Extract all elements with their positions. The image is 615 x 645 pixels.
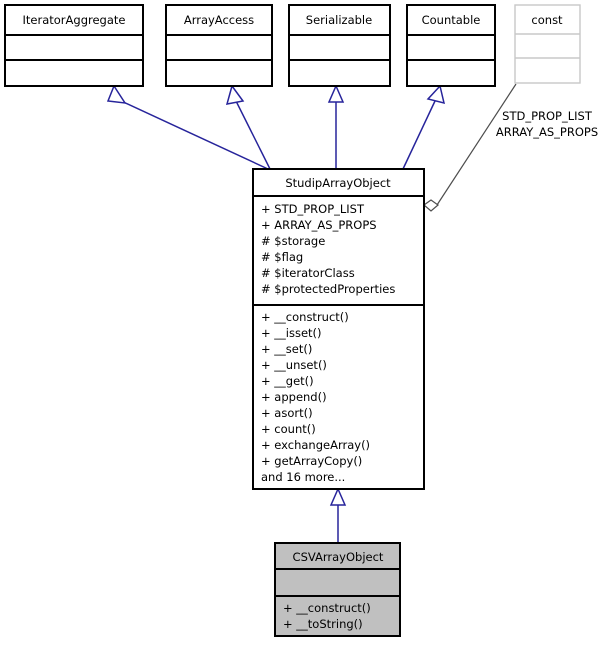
attribute-item: # $iteratorClass bbox=[261, 266, 355, 280]
association-edge-const bbox=[423, 83, 517, 212]
edge-studip-to-countable bbox=[402, 84, 446, 170]
attribute-item: # $storage bbox=[261, 234, 325, 248]
class-name-serializable: Serializable bbox=[306, 13, 372, 27]
method-item: + __construct() bbox=[283, 601, 371, 615]
association-labels: STD_PROP_LIST ARRAY_AS_PROPS bbox=[496, 109, 598, 139]
class-box-countable[interactable]: Countable bbox=[406, 4, 496, 87]
method-more-indicator: and 16 more... bbox=[261, 470, 345, 484]
method-item: + exchangeArray() bbox=[261, 438, 370, 452]
class-box-arrayaccess[interactable]: ArrayAccess bbox=[165, 4, 273, 87]
class-box-const[interactable]: const bbox=[514, 4, 581, 84]
class-name-iteratoraggregate: IteratorAggregate bbox=[23, 13, 126, 27]
method-item: + __set() bbox=[261, 342, 312, 356]
class-name-countable: Countable bbox=[422, 13, 481, 27]
attribute-item: # $protectedProperties bbox=[261, 282, 395, 296]
attribute-item: + ARRAY_AS_PROPS bbox=[261, 218, 377, 232]
inheritance-edges bbox=[106, 84, 446, 543]
association-label-std-prop-list: STD_PROP_LIST bbox=[502, 109, 593, 123]
edge-csv-to-studip bbox=[329, 487, 347, 543]
class-name-csvarrayobject: CSVArrayObject bbox=[293, 550, 384, 564]
method-item: + append() bbox=[261, 390, 327, 404]
attribute-item: # $flag bbox=[261, 250, 303, 264]
class-name-const: const bbox=[531, 13, 563, 27]
edge-studip-to-iteratoraggregate bbox=[106, 84, 269, 170]
method-item: + __unset() bbox=[261, 358, 327, 372]
method-item: + __isset() bbox=[261, 326, 322, 340]
attributes-studiparrayobject: + STD_PROP_LIST + ARRAY_AS_PROPS # $stor… bbox=[261, 202, 395, 296]
edge-studip-to-serializable bbox=[327, 84, 345, 169]
method-item: + asort() bbox=[261, 406, 313, 420]
method-item: + count() bbox=[261, 422, 316, 436]
method-item: + getArrayCopy() bbox=[261, 454, 362, 468]
methods-csvarrayobject: + __construct() + __toString() bbox=[283, 601, 371, 631]
method-item: + __construct() bbox=[261, 310, 349, 324]
method-item: + __toString() bbox=[283, 617, 363, 631]
class-name-arrayaccess: ArrayAccess bbox=[184, 13, 254, 27]
attribute-item: + STD_PROP_LIST bbox=[261, 202, 365, 216]
method-item: + __get() bbox=[261, 374, 314, 388]
edge-studip-to-arrayaccess bbox=[225, 84, 271, 170]
class-box-serializable[interactable]: Serializable bbox=[288, 4, 391, 87]
class-box-iteratoraggregate[interactable]: IteratorAggregate bbox=[4, 4, 144, 87]
class-box-studiparrayobject[interactable]: StudipArrayObject + STD_PROP_LIST + ARRA… bbox=[252, 168, 425, 490]
association-label-array-as-props: ARRAY_AS_PROPS bbox=[496, 125, 598, 139]
class-box-csvarrayobject[interactable]: CSVArrayObject + __construct() + __toStr… bbox=[274, 542, 401, 637]
methods-studiparrayobject: + __construct() + __isset() + __set() + … bbox=[261, 310, 370, 484]
class-name-studiparrayobject: StudipArrayObject bbox=[285, 176, 391, 190]
